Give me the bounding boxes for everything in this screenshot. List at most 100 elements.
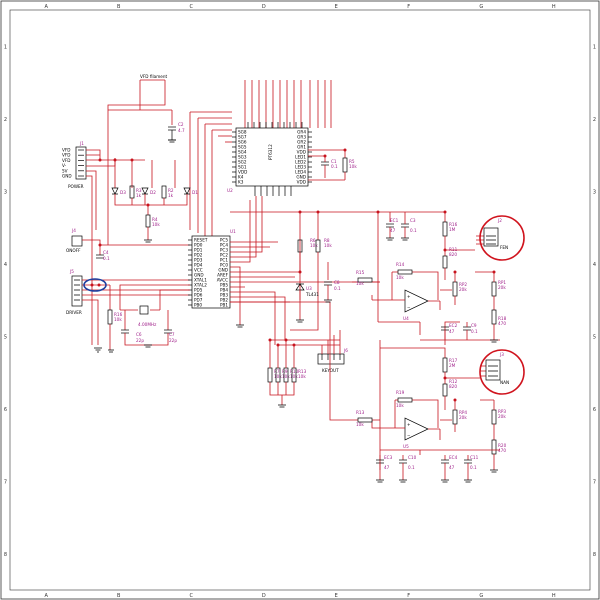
svg-text:47: 47 (449, 329, 455, 334)
j4-label: J4 (71, 228, 76, 233)
svg-text:470: 470 (498, 321, 506, 326)
svg-text:10k: 10k (290, 374, 298, 379)
svg-text:10k: 10k (396, 403, 404, 408)
sheet-frame-inner (9, 9, 591, 591)
mcu-pin-label: PB5 (220, 283, 228, 288)
frame-row-label: 1 (593, 44, 596, 50)
svg-text:47: 47 (390, 228, 396, 233)
keyout-label: KEYOUT (322, 368, 339, 373)
u1-label: U1 (230, 229, 236, 234)
frame-col-label: E (335, 593, 338, 599)
mcu-pin-label: AREF (217, 273, 228, 278)
svg-text:R2: R2 (168, 188, 174, 193)
frame-col-label: A (45, 4, 49, 10)
pt6312-pin-label: GR3 (297, 135, 306, 140)
mcu-pin-label: PB0 (194, 303, 202, 308)
frame-row-label: 4 (4, 262, 7, 268)
svg-text:20k: 20k (498, 285, 506, 290)
svg-text:0.1: 0.1 (334, 286, 341, 291)
svg-text:C7: C7 (169, 332, 175, 337)
frame-col-label: D (262, 593, 266, 599)
svg-text:EC2: EC2 (449, 323, 458, 328)
frame-col-label: B (117, 593, 121, 599)
svg-text:10k: 10k (324, 243, 332, 248)
svg-text:EC1: EC1 (390, 218, 399, 223)
svg-text:C3: C3 (410, 218, 416, 223)
driver-connector-j5: J5 DRIVER (66, 269, 190, 345)
svg-text:R13: R13 (298, 369, 307, 374)
svg-text:0.1: 0.1 (331, 164, 338, 169)
nan-connector-j3: J3 NAN (485, 352, 509, 385)
svg-text:RP1: RP1 (498, 280, 506, 285)
pt6312-pin-label: SG6 (238, 140, 247, 145)
svg-text:C8: C8 (334, 280, 340, 285)
mcu-pin-label: PB3 (220, 293, 228, 298)
svg-text:820: 820 (449, 252, 457, 257)
svg-text:10k: 10k (396, 275, 404, 280)
svg-text:R9: R9 (282, 369, 288, 374)
svg-text:20k: 20k (498, 414, 506, 419)
c2-value: 4.7 (178, 128, 185, 133)
frame-row-label: 1 (4, 44, 7, 50)
nan-label: NAN (500, 380, 509, 385)
u4-label: U4 (403, 316, 409, 321)
svg-text:−: − (407, 305, 411, 310)
svg-text:R10: R10 (290, 369, 299, 374)
svg-text:0.1: 0.1 (103, 256, 110, 261)
svg-text:C9: C9 (471, 323, 477, 328)
ground-symbols (94, 139, 498, 483)
frame-row-label: 2 (593, 117, 596, 123)
svg-text:20k: 20k (459, 415, 467, 420)
svg-text:EC4: EC4 (449, 455, 458, 460)
pt6312-pin-label: SG5 (238, 145, 247, 150)
mcu-pin-label: PC3 (220, 248, 228, 253)
svg-text:R16: R16 (449, 222, 458, 227)
svg-text:C10: C10 (408, 455, 417, 460)
driver-highlight-blue-circle (83, 278, 107, 292)
frame-row-label: 7 (593, 479, 596, 485)
svg-text:10k: 10k (298, 374, 306, 379)
mcu-pin-label: PD2 (194, 253, 203, 258)
tl431-label: TL431 (305, 292, 319, 297)
mcu-pin-label: PD4 (194, 263, 203, 268)
svg-text:R4: R4 (152, 217, 158, 222)
svg-text:22p: 22p (136, 338, 144, 343)
pt6312-chip: PT6312 U2 SG8SG7SG6SG5SG4SG3SG2SG1VDDK4K… (227, 122, 312, 196)
svg-text:D1: D1 (192, 190, 198, 195)
power-pin-label: VFD (62, 158, 71, 163)
svg-text:C4: C4 (103, 250, 109, 255)
r5-c1-group: R5 10k C1 0.1 (308, 148, 357, 181)
mcu-pin-label: PD0 (194, 243, 203, 248)
mcu-pin-label: PC5 (220, 238, 228, 243)
frame-col-label: D (262, 4, 266, 10)
frame-row-label: 6 (593, 407, 596, 413)
svg-text:R17: R17 (449, 358, 458, 363)
svg-text:20k: 20k (459, 287, 467, 292)
svg-text:D2: D2 (150, 190, 156, 195)
frame-col-label: G (479, 593, 483, 599)
svg-text:R19: R19 (396, 390, 405, 395)
tl431-reference: R6 10k R8 10k TL431 U3 C8 0.1 (230, 210, 378, 331)
svg-text:1M: 1M (449, 227, 456, 232)
svg-text:R6: R6 (310, 238, 316, 243)
svg-text:R18: R18 (498, 316, 507, 321)
pt6312-top-pins (247, 122, 303, 128)
opamp-channel-upper: EC1 47 C3 0.1 R16 1M R11 820 + − U4 R15 … (352, 210, 507, 345)
pt6312-pin-label: VDD (238, 170, 247, 175)
top-bus-lines (107, 79, 332, 245)
svg-text:0.1: 0.1 (471, 329, 478, 334)
capacitor-c2: C2 4.7 (168, 122, 185, 141)
frame-col-label: E (335, 4, 338, 10)
power-pin-label: GND (62, 174, 72, 179)
fen-label: FEN (500, 245, 508, 250)
pt6312-pin-label: LED3 (295, 165, 306, 170)
mcu-pin-label: RESET (194, 238, 208, 243)
frame-row-label: 2 (4, 117, 7, 123)
power-label: POWER (68, 184, 84, 189)
svg-text:R16: R16 (114, 312, 123, 317)
